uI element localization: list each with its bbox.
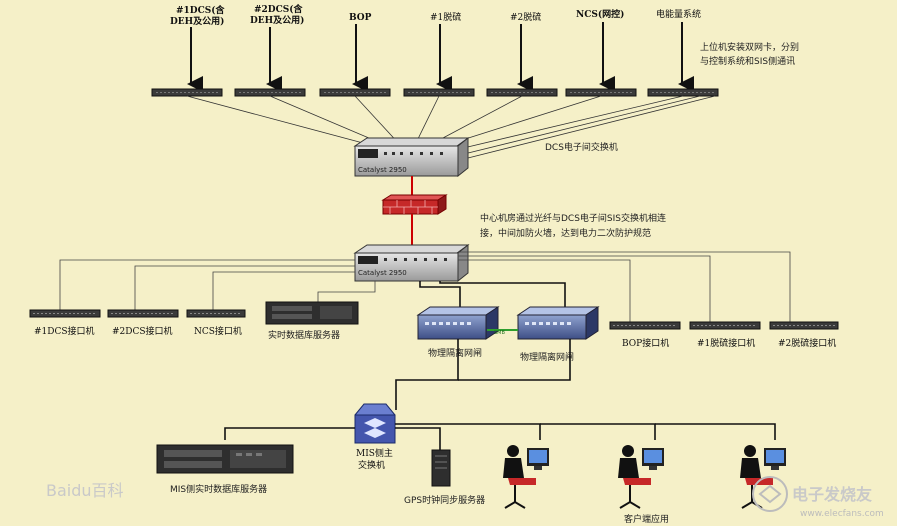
source-energy-label: 电能量系统 [656,8,701,20]
label-1dcs-interface: #1DCS接口机 [34,325,95,337]
note-top-line2: 与控制系统和SIS侧通讯 [700,55,795,67]
baidu-watermark: Baidu百科 [46,481,124,500]
mis-switch-label-1: MIS侧主 [356,447,393,459]
note-mid-line2: 接，中间加防火墙，达到电力二次防护规范 [480,227,651,239]
elecfans-url-watermark: www.elecfans.com [800,509,884,519]
top-sources: #1DCS(含 DEH及公用) #2DCS(含 DEH及公用) BOP #1脱硫… [170,3,701,92]
source-1fgd-label: #1脱硫 [430,11,461,23]
mis-db-server-icon [156,444,294,474]
distribution-lines [59,251,791,323]
firewall-icon [381,194,448,215]
label-rtdb-server: 实时数据库服务器 [268,329,340,341]
mis-switch-icon [354,403,396,444]
dcs-switch-model: Catalyst 2950 [358,166,407,174]
elecfans-watermark: 电子发烧友 [792,485,873,504]
label-clients: 客户端应用 [624,513,669,525]
source-1dcs-label: #1DCS(含 [176,4,226,16]
gap-device-2-icon [516,306,600,340]
source-2dcs-label-2: DEH及公用) [250,15,304,26]
label-2dcs-interface: #2DCS接口机 [112,325,173,337]
dcs-switch-label: DCS电子间交换机 [545,141,618,153]
center-switch: Catalyst 2950 [353,243,470,283]
source-ncs-label: NCS(网控) [576,8,624,20]
dcs-switch: Catalyst 2950 [353,136,470,178]
source-2fgd-label: #2脱硫 [510,11,541,23]
label-gap-2: 物理隔离网闸 [520,351,574,363]
gap-link-label: SMB [494,330,505,336]
note-top-line1: 上位机安装双网卡，分别 [700,41,799,53]
label-gap-1: 物理隔离网闸 [428,347,482,359]
elecfans-logo-icon [752,476,788,512]
label-mis-db-server: MIS侧实时数据库服务器 [170,483,267,495]
rtdb-server-icon [265,301,359,325]
upper-machines [151,88,719,97]
source-2dcs-label: #2DCS(含 [254,3,304,15]
mis-bus [224,423,776,450]
interface-machines [29,309,839,330]
gps-server-icon [431,449,451,487]
gap-device-1-icon [416,306,500,340]
mis-switch-label-2: 交换机 [358,459,385,471]
note-mid-line1: 中心机房通过光纤与DCS电子间SIS交换机相连 [480,212,666,224]
client-workstation-icon [618,445,664,509]
source-bop-label: BOP [349,13,372,23]
source-1dcs-label-2: DEH及公用) [170,16,224,27]
client-workstation-icon [740,445,786,509]
client-workstation-icon [503,445,549,509]
label-gps-server: GPS时钟同步服务器 [404,494,485,506]
label-ncs-interface: NCS接口机 [194,325,242,337]
center-switch-model: Catalyst 2950 [358,269,407,277]
label-1fgd-interface: #1脱硫接口机 [697,337,755,349]
label-2fgd-interface: #2脱硫接口机 [778,337,836,349]
label-bop-interface: BOP接口机 [622,337,669,349]
